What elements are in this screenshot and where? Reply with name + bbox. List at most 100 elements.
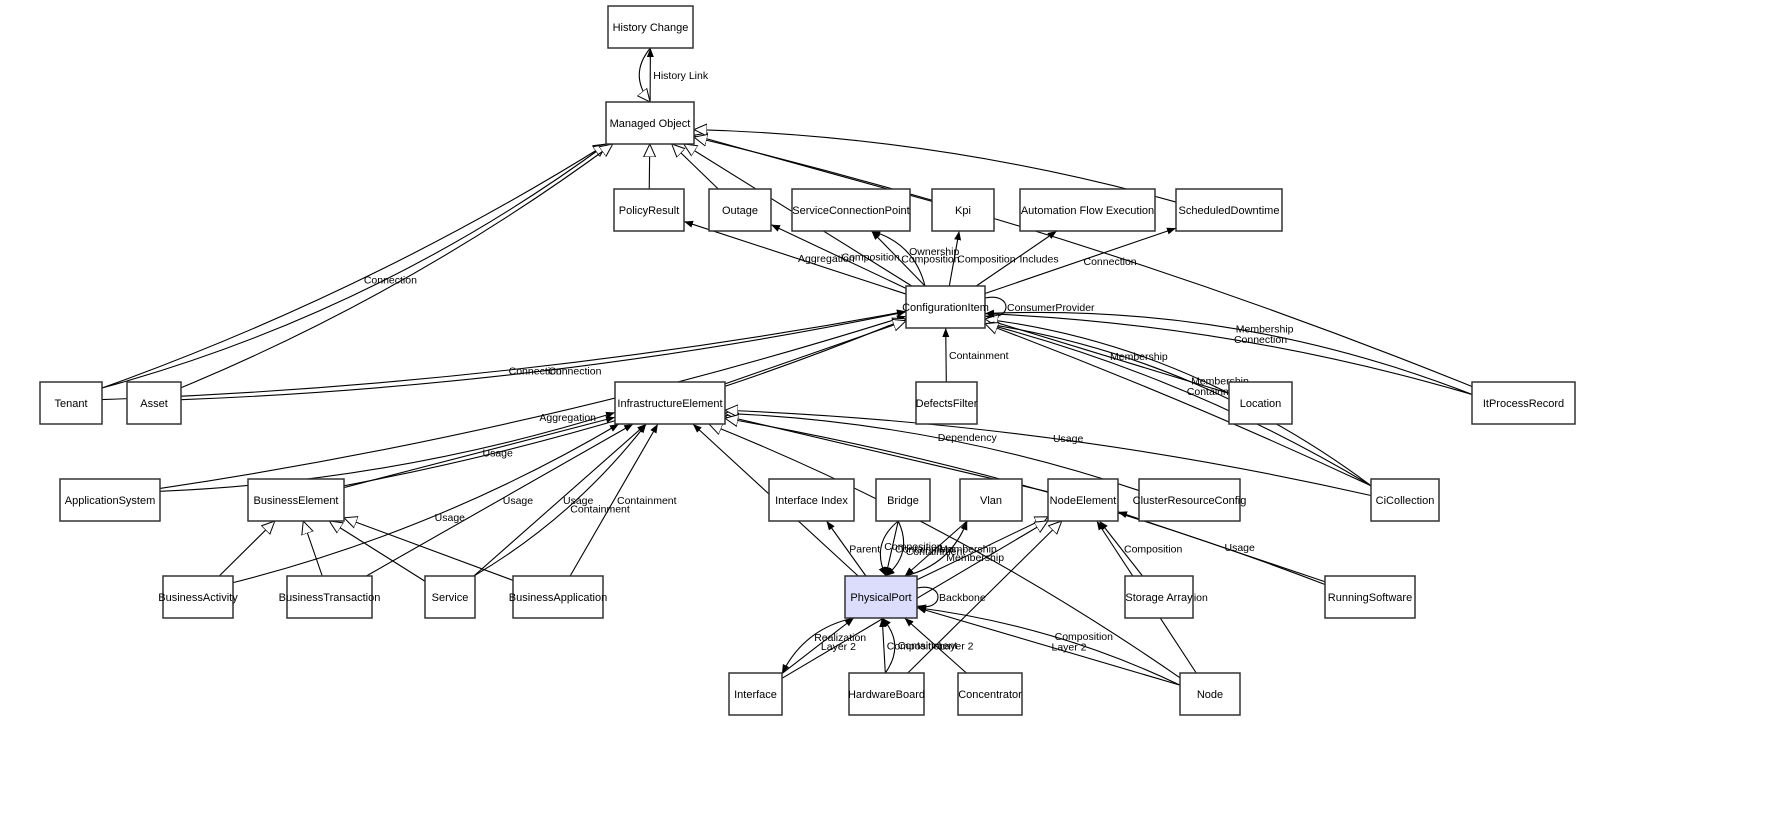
edge-cicollection-to-configurationitem (984, 321, 1372, 487)
association-arrow (904, 520, 968, 577)
node-node-element[interactable]: NodeElement (1047, 478, 1119, 522)
node-box[interactable] (915, 381, 978, 425)
node-label: Automation Flow Execution (1021, 205, 1154, 217)
edge-label: Usage (563, 495, 594, 507)
node-box[interactable] (1324, 575, 1416, 619)
node-asset[interactable]: Asset (126, 381, 182, 425)
node-service-connection-point[interactable]: ServiceConnectionPoint (791, 188, 911, 232)
node-box[interactable] (126, 381, 182, 425)
node-box[interactable] (59, 478, 161, 522)
node-box[interactable] (607, 5, 694, 49)
node-tenant[interactable]: Tenant (39, 381, 103, 425)
edge-businesselement-to-infrastructureelement (343, 416, 616, 489)
node-physical-port[interactable]: PhysicalPort (844, 575, 918, 619)
node-box[interactable] (768, 478, 855, 522)
node-business-element[interactable]: BusinessElement (247, 478, 345, 522)
node-concentrator[interactable]: Concentrator (957, 672, 1023, 716)
node-box[interactable] (1370, 478, 1440, 522)
node-label: ApplicationSystem (65, 495, 156, 507)
inheritance-arrow (694, 137, 1473, 388)
node-box[interactable] (247, 478, 345, 522)
node-box[interactable] (931, 188, 995, 232)
node-application-system[interactable]: ApplicationSystem (59, 478, 161, 522)
node-outage[interactable]: Outage (708, 188, 772, 232)
edge-label: Composition (842, 251, 901, 263)
node-kpi[interactable]: Kpi (931, 188, 995, 232)
node-box[interactable] (728, 672, 783, 716)
node-box[interactable] (791, 188, 911, 232)
node-business-activity[interactable]: BusinessActivity (158, 575, 238, 619)
node-box[interactable] (512, 575, 604, 619)
node-cluster-resource-config[interactable]: ClusterResourceConfig (1133, 478, 1247, 522)
node-box[interactable] (844, 575, 918, 619)
edge-label: Containment (898, 640, 958, 652)
node-bridge[interactable]: Bridge (875, 478, 931, 522)
association-arrow (343, 416, 616, 489)
node-box[interactable] (1019, 188, 1156, 232)
node-it-process-record[interactable]: ItProcessRecord (1471, 381, 1576, 425)
node-box[interactable] (1138, 478, 1241, 522)
node-box[interactable] (613, 188, 685, 232)
association-arrow (569, 423, 659, 577)
node-box[interactable] (1179, 672, 1241, 716)
association-arrow (942, 327, 950, 383)
node-box[interactable] (605, 101, 695, 145)
node-storage-array[interactable]: Storage Array (1124, 575, 1194, 619)
node-business-application[interactable]: BusinessApplication (509, 575, 607, 619)
edge-label: Usage (435, 512, 466, 524)
node-interface-index[interactable]: Interface Index (768, 478, 855, 522)
node-location[interactable]: Location (1228, 381, 1293, 425)
edge-physicalport-to-vlan (904, 520, 968, 577)
node-box[interactable] (708, 188, 772, 232)
node-box[interactable] (875, 478, 931, 522)
inheritance-arrow (639, 47, 650, 102)
node-managed-object[interactable]: Managed Object (605, 101, 695, 145)
node-interface[interactable]: Interface (728, 672, 783, 716)
node-box[interactable] (848, 672, 925, 716)
node-hardware-board[interactable]: HardwareBoard (848, 672, 925, 716)
node-box[interactable] (1124, 575, 1194, 619)
node-configuration-item[interactable]: ConfigurationItem (902, 285, 989, 329)
node-vlan[interactable]: Vlan (959, 478, 1023, 522)
node-box[interactable] (39, 381, 103, 425)
edge-businesstransaction-to-infrastructureelement (366, 423, 634, 577)
node-business-transaction[interactable]: BusinessTransaction (279, 575, 381, 619)
node-node[interactable]: Node (1179, 672, 1241, 716)
edge-label: Composition (887, 641, 946, 653)
node-scheduled-downtime[interactable]: ScheduledDowntime (1175, 188, 1283, 232)
node-box[interactable] (957, 672, 1023, 716)
node-ci-collection[interactable]: CiCollection (1370, 478, 1440, 522)
edge-asset-to-configurationitem (180, 310, 907, 401)
node-box[interactable] (1175, 188, 1283, 232)
inheritance-arrow (101, 144, 607, 389)
association-arrow (101, 309, 907, 401)
node-box[interactable] (424, 575, 476, 619)
node-infrastructure-element[interactable]: InfrastructureElement (614, 381, 726, 425)
node-label: BusinessTransaction (279, 592, 381, 604)
node-defects-filter[interactable]: DefectsFilter (915, 381, 978, 425)
edge-label: Membership (1236, 323, 1294, 335)
node-box[interactable] (1471, 381, 1576, 425)
node-box[interactable] (286, 575, 373, 619)
node-history-change[interactable]: History Change (607, 5, 694, 49)
edge-label: Membership (946, 552, 1004, 564)
node-box[interactable] (1047, 478, 1119, 522)
node-automation-flow-execution[interactable]: Automation Flow Execution (1019, 188, 1156, 232)
node-box[interactable] (1228, 381, 1293, 425)
node-box[interactable] (959, 478, 1023, 522)
node-service[interactable]: Service (424, 575, 476, 619)
node-policy-result[interactable]: PolicyResult (613, 188, 685, 232)
edge-label: Connection (509, 365, 562, 377)
inheritance-arrow (985, 324, 1372, 487)
inheritance-arrow (218, 521, 275, 577)
edge-itprocessrecord-to-configurationitem (984, 310, 1473, 395)
node-box[interactable] (162, 575, 234, 619)
edge-label: Membership (939, 544, 997, 556)
node-box[interactable] (905, 285, 986, 329)
node-running-software[interactable]: RunningSoftware (1324, 575, 1416, 619)
node-box[interactable] (614, 381, 726, 425)
edge-labels-layer: History LinkConnectionAggregationComposi… (364, 70, 1294, 653)
edge-label: Usage (1053, 433, 1084, 445)
edge-applicationsystem-to-infrastructureelement (159, 411, 616, 492)
